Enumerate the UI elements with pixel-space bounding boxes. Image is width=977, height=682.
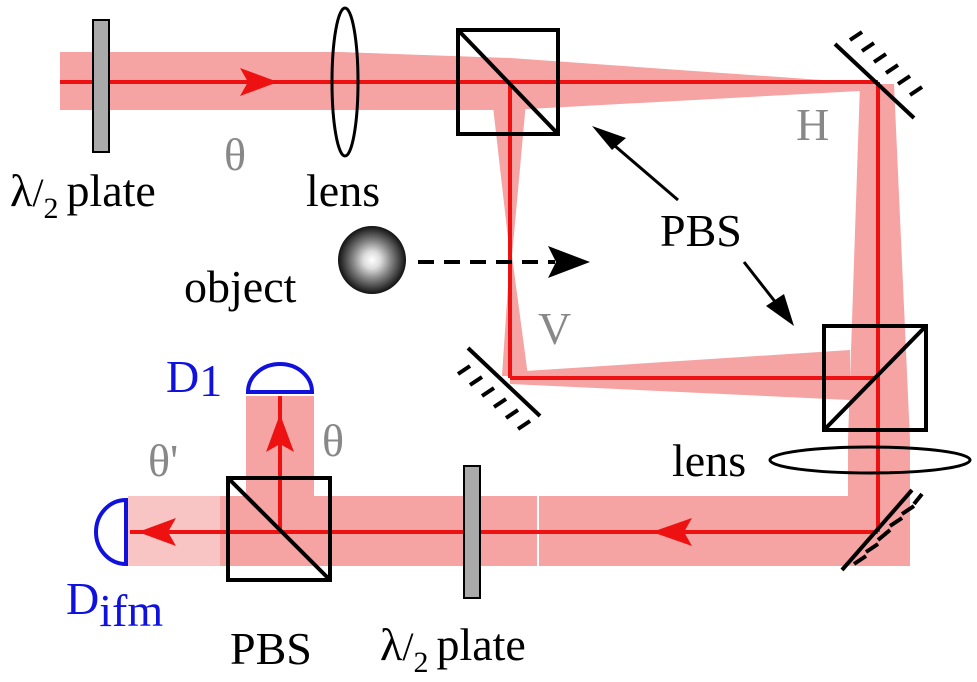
label-v-polarization: V bbox=[538, 303, 571, 354]
pbs-top bbox=[456, 28, 560, 136]
pbs-pointer-arrows bbox=[592, 126, 794, 326]
detector-difm bbox=[94, 497, 128, 567]
mirror-bottom-right bbox=[840, 488, 924, 572]
label-h-polarization: H bbox=[796, 99, 829, 150]
beam-arrow-return bbox=[652, 518, 692, 546]
mirror-top-right bbox=[833, 30, 924, 120]
label-pbs-bottom: PBS bbox=[230, 623, 312, 674]
label-detector-difm: Difm bbox=[66, 573, 163, 636]
beam-arrow-d1 bbox=[266, 414, 294, 452]
label-pbs: PBS bbox=[660, 205, 742, 256]
half-wave-plate-bottom bbox=[463, 465, 481, 599]
half-wave-plate-top bbox=[92, 19, 110, 153]
pbs-right bbox=[822, 324, 928, 432]
label-lens-top: lens bbox=[306, 165, 380, 216]
label-theta-prime: θ' bbox=[148, 435, 178, 486]
detector-d1 bbox=[245, 362, 315, 394]
pbs-bottom bbox=[226, 476, 332, 582]
label-theta-out: θ bbox=[322, 415, 344, 466]
lens-right bbox=[768, 445, 972, 475]
label-detector-d1: D1 bbox=[166, 351, 222, 406]
mirror-v bbox=[456, 346, 542, 431]
beam-arrow-input bbox=[240, 68, 278, 96]
label-object: object bbox=[184, 261, 297, 312]
beam-glow-v-horizontal bbox=[510, 350, 850, 400]
object-path-arrowhead bbox=[548, 246, 590, 278]
beam-arrow-difm bbox=[138, 518, 176, 546]
label-lens-right: lens bbox=[672, 435, 746, 486]
label-theta-top: θ bbox=[224, 129, 246, 180]
lens-top bbox=[330, 6, 360, 158]
beam-core-group bbox=[60, 80, 880, 534]
object-sphere bbox=[338, 226, 406, 294]
